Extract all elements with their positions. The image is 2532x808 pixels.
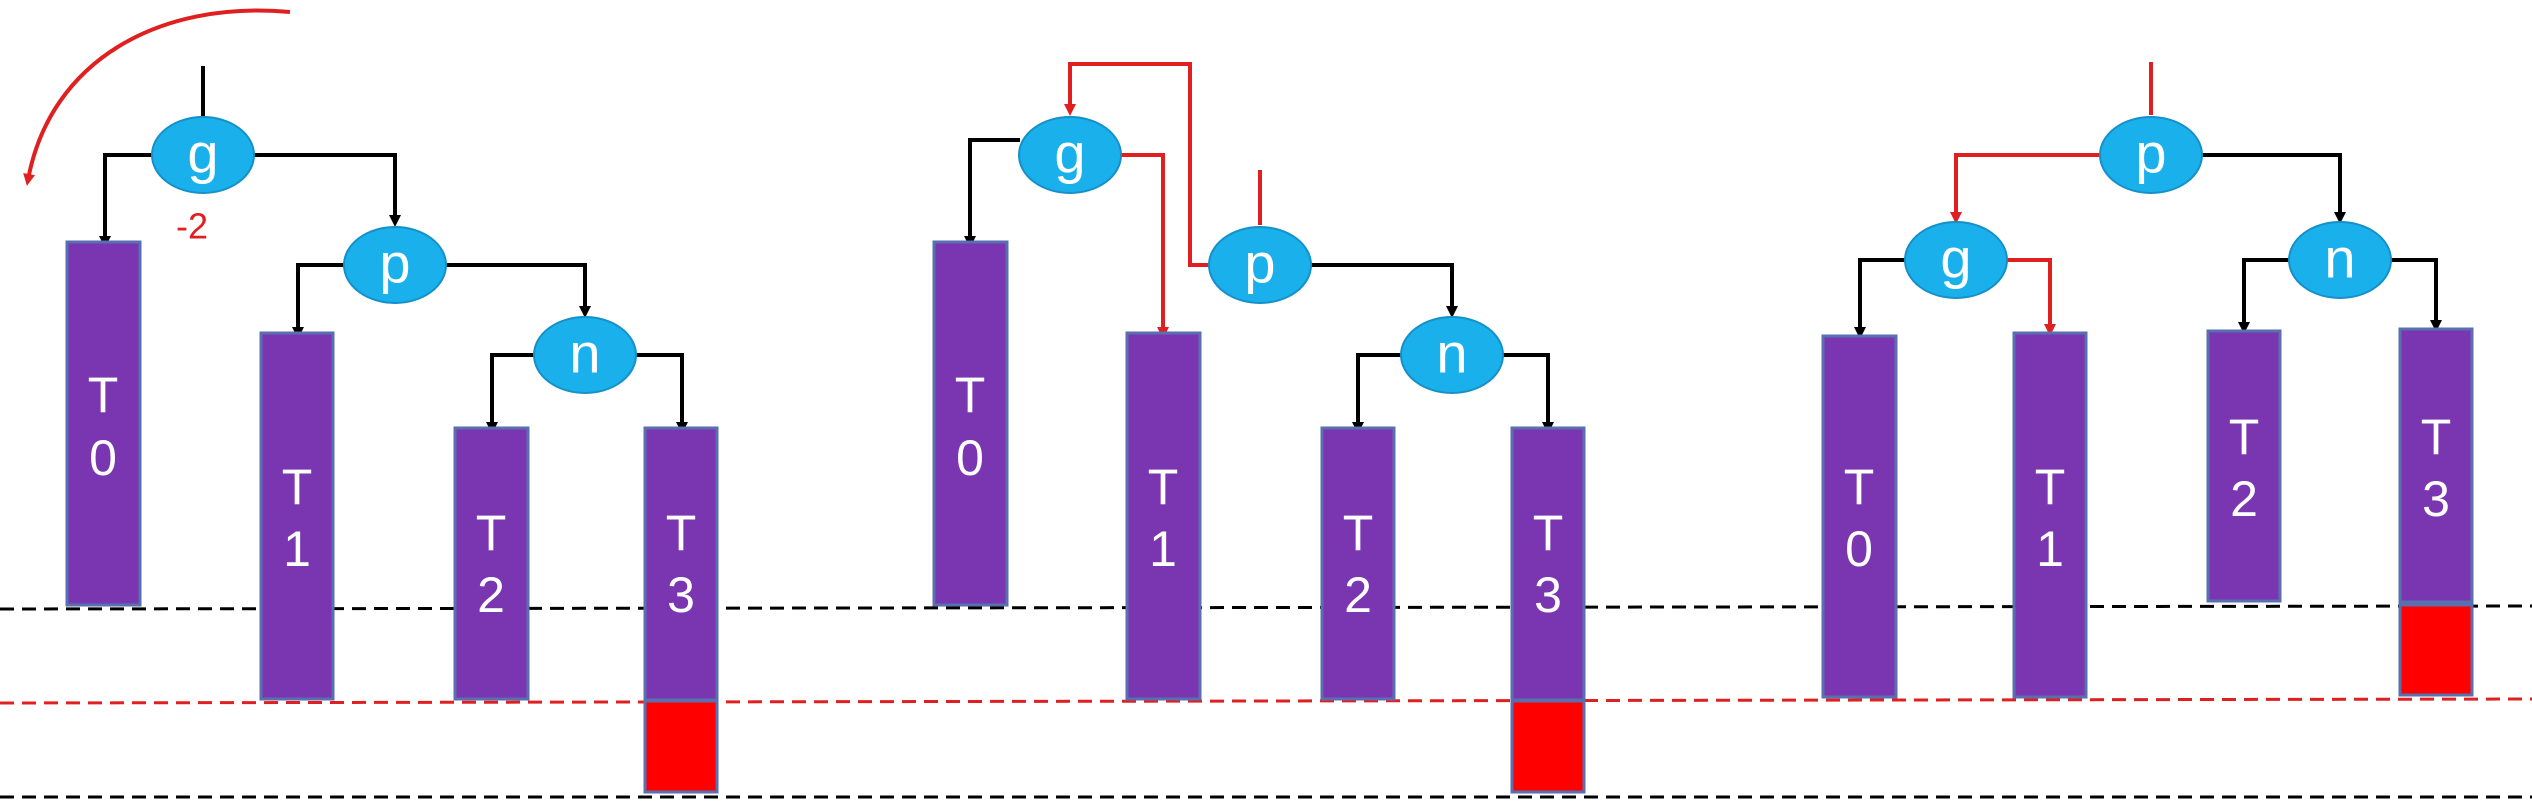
rotation-arrow (23, 8, 291, 186)
level-line-middle (0, 697, 2532, 705)
node-g: g (1904, 221, 2008, 299)
subtree-T0-index: 0 (89, 430, 117, 486)
node-n-label: n (569, 322, 600, 385)
edge-p-g (1950, 153, 2101, 224)
edge-p-n (445, 263, 591, 318)
overflow-block (2398, 603, 2474, 697)
subtree-T3-letter: T (666, 505, 697, 561)
edge-p-T1 (292, 263, 345, 339)
node-n: n (2288, 221, 2392, 299)
subtree-T0: T 0 (65, 240, 142, 607)
node-n-label: n (2324, 227, 2355, 290)
subtree-T3-index: 3 (667, 567, 695, 623)
edge-g-T0 (99, 153, 153, 248)
subtree-T2-letter: T (1343, 505, 1374, 561)
edge-n-T2 (2238, 258, 2290, 334)
edge-g-p (253, 153, 401, 227)
edge-p-n (1310, 263, 1458, 318)
edge-n-T3 (635, 353, 688, 434)
subtree-T1: T 1 (2012, 331, 2088, 699)
subtree-T3-letter: T (1533, 505, 1564, 561)
subtree-T3-index: 3 (1534, 567, 1562, 623)
subtree-T0: T 0 (932, 240, 1009, 607)
edge-g-to-T1-new (1120, 153, 1169, 339)
node-g-label: g (187, 122, 218, 185)
subtree-T0-letter: T (1844, 459, 1875, 515)
node-n-label: n (1436, 322, 1467, 385)
edge-n-T2 (1352, 353, 1402, 434)
subtree-T0-index: 0 (956, 430, 984, 486)
subtree-T1-index: 1 (1149, 521, 1177, 577)
edge-g-T0 (964, 138, 1020, 248)
subtree-T2-index: 2 (477, 567, 505, 623)
node-p-label: p (2135, 122, 2166, 185)
subtree-T0: T 0 (1821, 334, 1898, 699)
panel-2-relinking: T 0 T 1 T 2 T 3 g p n (932, 62, 1586, 794)
edge-g-T0 (1854, 258, 1907, 339)
subtree-T2-letter: T (476, 505, 507, 561)
edge-p-to-g-new (1064, 62, 1210, 267)
node-p: p (343, 226, 447, 304)
overflow-block (1510, 699, 1586, 794)
node-g-label: g (1054, 122, 1085, 185)
node-p-label: p (1244, 232, 1275, 295)
subtree-T1: T 1 (1125, 331, 1202, 701)
subtree-T1-index: 1 (2036, 521, 2064, 577)
panel-3-balanced: T 0 T 1 T 2 T 3 p g n (1821, 62, 2474, 699)
subtree-T3-letter: T (2421, 409, 2452, 465)
subtree-T0-index: 0 (1845, 521, 1873, 577)
edge-n-T3 (1502, 353, 1554, 434)
subtree-T0-letter: T (955, 367, 986, 423)
subtree-T3: T 3 (2398, 327, 2474, 604)
subtree-T1-letter: T (282, 459, 313, 515)
node-p-label: p (379, 232, 410, 295)
edge-n-T3 (2390, 258, 2442, 332)
node-n: n (533, 316, 637, 394)
edge-p-n (2201, 153, 2346, 224)
subtree-T1: T 1 (259, 331, 335, 701)
subtree-T2: T 2 (453, 426, 530, 701)
level-line-top (0, 604, 2532, 611)
node-p: p (1208, 226, 1312, 304)
subtree-T1-letter: T (1148, 459, 1179, 515)
subtree-T0-letter: T (88, 367, 119, 423)
node-g: g (1018, 116, 1122, 194)
subtree-T2: T 2 (1320, 426, 1396, 701)
edge-g-T1 (2005, 258, 2056, 336)
edge-n-T2 (486, 353, 535, 434)
subtree-T3: T 3 (643, 426, 719, 702)
subtree-T2: T 2 (2206, 329, 2282, 603)
subtree-T3-index: 3 (2422, 471, 2450, 527)
subtree-T1-letter: T (2035, 459, 2066, 515)
node-p: p (2099, 116, 2203, 194)
node-g: g (151, 116, 255, 194)
subtree-T2-letter: T (2229, 409, 2260, 465)
subtree-T2-index: 2 (2230, 471, 2258, 527)
subtree-T1-index: 1 (283, 521, 311, 577)
node-n: n (1400, 316, 1504, 394)
subtree-T3: T 3 (1510, 426, 1586, 702)
subtree-T2-index: 2 (1344, 567, 1372, 623)
balance-factor-label: -2 (176, 206, 208, 247)
overflow-block (643, 699, 719, 794)
node-g-label: g (1940, 227, 1971, 290)
panel-1-unbalanced: T 0 T 1 T 2 T 3 g -2 p n (23, 8, 719, 794)
